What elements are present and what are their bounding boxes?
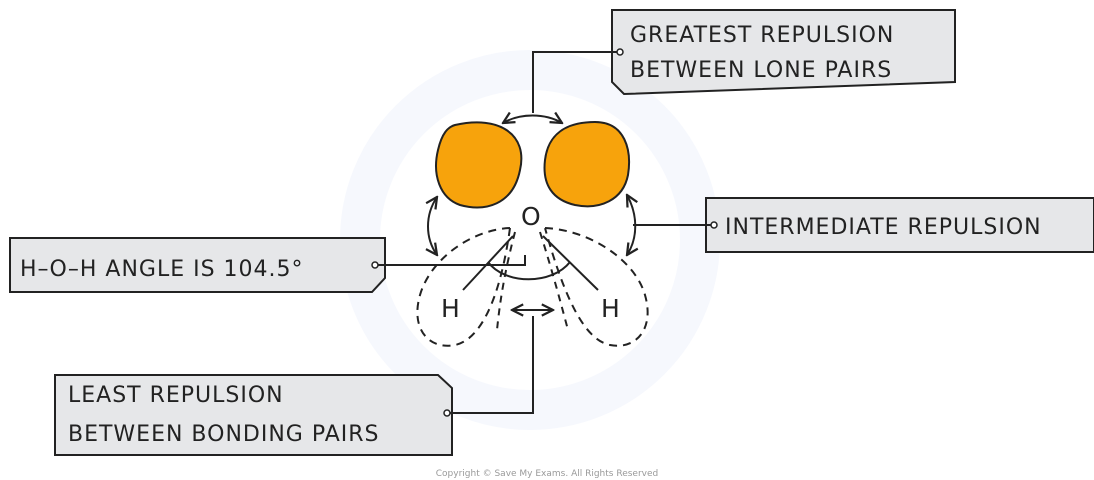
watermark: [340, 50, 720, 430]
lone-bond-repulsion-arrow-left: [428, 197, 437, 255]
lone-lone-repulsion-arrow: [503, 116, 562, 124]
label-bonding-pair-line-2: BETWEEN BONDING PAIRS: [68, 422, 380, 447]
bond-right: [542, 235, 599, 291]
bond-angle-arc: [487, 261, 571, 281]
leader-bond-angle: [375, 255, 526, 266]
bonding-orbital-inner-left: [496, 231, 516, 331]
hydrogen-right-symbol: H: [601, 294, 620, 323]
oxygen-symbol: O: [521, 202, 541, 231]
label-bonding-pair-line-1: LEAST REPULSION: [68, 383, 284, 408]
label-intermediate-repulsion: INTERMEDIATE REPULSION: [705, 197, 1094, 253]
label-bond-angle: H–O–H ANGLE IS 104.5°: [9, 237, 386, 293]
hydrogen-left-symbol: H: [441, 294, 460, 323]
leader-intermediate-dot: [710, 221, 718, 229]
lone-pair-right: [543, 120, 630, 208]
label-lone-pair-line-2: BETWEEN LONE PAIRS: [630, 58, 892, 83]
lone-pair-left: [435, 121, 523, 209]
bonding-orbital-right: [544, 227, 649, 347]
bonding-orbital-inner-right: [539, 231, 569, 331]
label-bonding-pair-repulsion: LEAST REPULSION BETWEEN BONDING PAIRS: [54, 374, 453, 456]
label-bond-angle-text: H–O–H ANGLE IS 104.5°: [20, 257, 304, 282]
lone-bond-repulsion-arrow-right: [627, 195, 635, 255]
leader-bond-angle-dot: [371, 261, 379, 269]
leader-bonding-pair: [447, 316, 534, 414]
leader-bonding-pair-dot: [443, 409, 451, 417]
leader-lone-pair: [532, 51, 620, 113]
bonding-orbital-left: [416, 227, 511, 347]
label-lone-pair-repulsion: GREATEST REPULSION BETWEEN LONE PAIRS: [611, 9, 956, 96]
copyright-notice: Copyright © Save My Exams. All Rights Re…: [436, 469, 658, 479]
label-lone-pair-line-1: GREATEST REPULSION: [630, 23, 894, 48]
leader-lone-pair-dot: [616, 48, 624, 56]
label-intermediate-text: INTERMEDIATE REPULSION: [725, 215, 1042, 240]
